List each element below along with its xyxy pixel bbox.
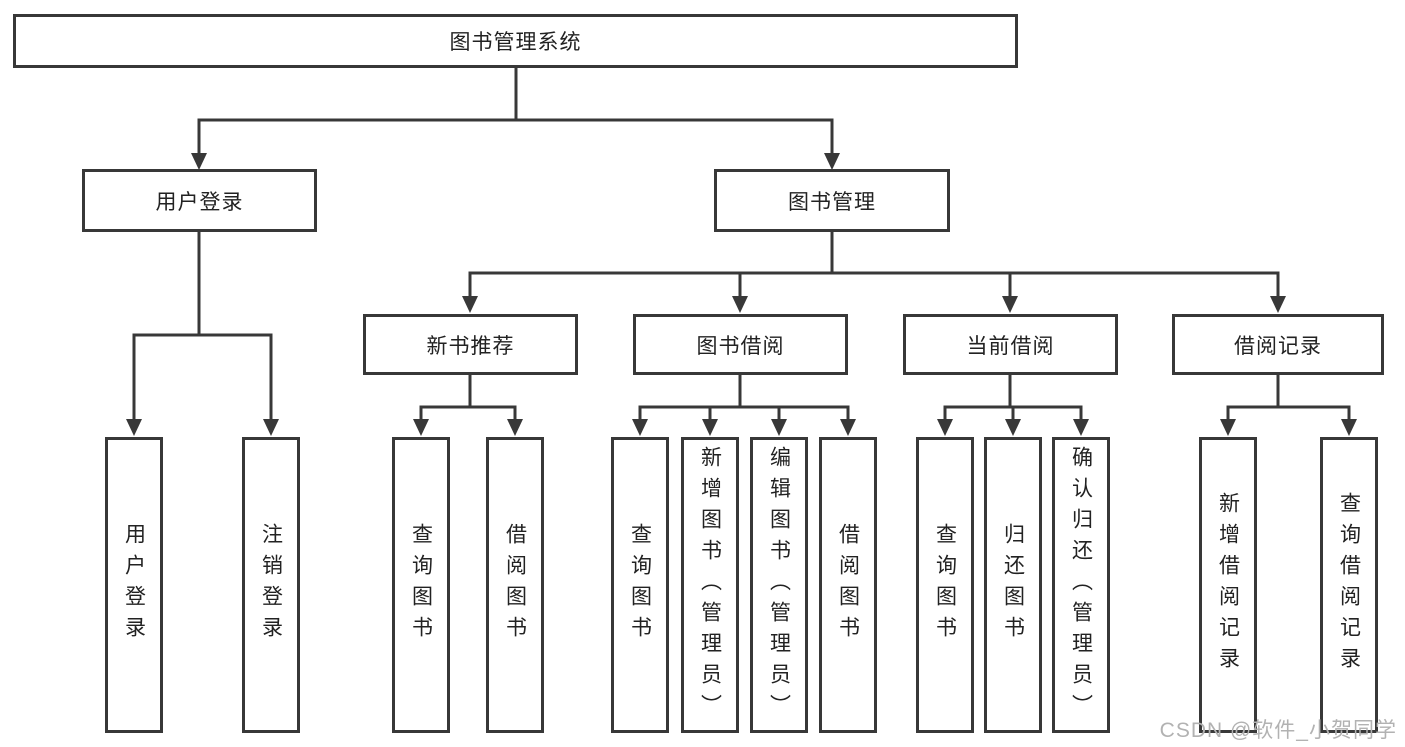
node-label: 用户登录 bbox=[155, 190, 244, 214]
node-new-book-recommend: 新书推荐 bbox=[363, 314, 578, 375]
arrowhead bbox=[702, 419, 718, 436]
watermark-text: CSDN @软件_小贺同学 bbox=[1159, 719, 1397, 742]
leaf-label: 新增借阅记录 bbox=[1216, 492, 1240, 678]
leaf-label: 查询图书 bbox=[409, 523, 433, 647]
leaf-label: 查询图书 bbox=[933, 523, 957, 647]
arrowhead bbox=[263, 419, 279, 436]
leaf-label: 查询图书 bbox=[628, 523, 652, 647]
leaf-borrow-query-book: 查询图书 bbox=[611, 437, 669, 733]
leaf-label: 确认归还（管理员） bbox=[1069, 445, 1093, 725]
node-label: 当前借阅 bbox=[966, 334, 1055, 358]
leaf-return-book: 归还图书 bbox=[984, 437, 1042, 733]
arrowhead bbox=[191, 153, 207, 170]
leaf-label: 归还图书 bbox=[1001, 523, 1025, 647]
leaf-current-query-book: 查询图书 bbox=[916, 437, 974, 733]
leaf-recommend-query-book: 查询图书 bbox=[392, 437, 450, 733]
node-user-login: 用户登录 bbox=[82, 169, 317, 232]
leaf-logout-login: 注销登录 bbox=[242, 437, 300, 733]
node-label: 借阅记录 bbox=[1234, 334, 1322, 358]
leaf-confirm-return-admin: 确认归还（管理员） bbox=[1052, 437, 1110, 733]
leaf-edit-book-admin: 编辑图书（管理员） bbox=[750, 437, 808, 733]
arrowhead bbox=[126, 419, 142, 436]
arrowhead bbox=[632, 419, 648, 436]
leaf-label: 查询借阅记录 bbox=[1337, 492, 1361, 678]
arrowhead bbox=[1220, 419, 1236, 436]
node-borrow-record: 借阅记录 bbox=[1172, 314, 1384, 375]
arrowhead bbox=[771, 419, 787, 436]
node-label: 图书借阅 bbox=[696, 334, 785, 358]
node-book-borrow: 图书借阅 bbox=[633, 314, 848, 375]
leaf-recommend-borrow-book: 借阅图书 bbox=[486, 437, 544, 733]
arrowhead bbox=[840, 419, 856, 436]
leaf-label: 借阅图书 bbox=[503, 523, 527, 647]
leaf-add-book-admin: 新增图书（管理员） bbox=[681, 437, 739, 733]
arrowhead bbox=[1073, 419, 1089, 436]
arrowhead bbox=[462, 296, 478, 313]
leaf-label: 借阅图书 bbox=[836, 523, 860, 647]
leaf-label: 新增图书（管理员） bbox=[698, 445, 722, 725]
node-label: 新书推荐 bbox=[426, 334, 515, 358]
node-label: 图书管理 bbox=[788, 190, 876, 214]
arrowhead bbox=[732, 296, 748, 313]
arrowhead bbox=[937, 419, 953, 436]
leaf-borrow-book: 借阅图书 bbox=[819, 437, 877, 733]
arrowhead bbox=[824, 153, 840, 170]
leaf-user-login: 用户登录 bbox=[105, 437, 163, 733]
leaf-label: 编辑图书（管理员） bbox=[767, 445, 791, 725]
arrowhead bbox=[1002, 296, 1018, 313]
leaf-label: 注销登录 bbox=[259, 523, 283, 647]
node-label: 图书管理系统 bbox=[449, 31, 582, 54]
arrowhead bbox=[1341, 419, 1357, 436]
leaf-query-borrow-record: 查询借阅记录 bbox=[1320, 437, 1378, 733]
arrowhead bbox=[413, 419, 429, 436]
leaf-label: 用户登录 bbox=[122, 523, 146, 647]
node-current-borrow: 当前借阅 bbox=[903, 314, 1118, 375]
arrowhead bbox=[1005, 419, 1021, 436]
leaf-add-borrow-record: 新增借阅记录 bbox=[1199, 437, 1257, 733]
arrowhead bbox=[507, 419, 523, 436]
arrowhead bbox=[1270, 296, 1286, 313]
node-book-management: 图书管理 bbox=[714, 169, 950, 232]
node-root-system: 图书管理系统 bbox=[13, 14, 1018, 68]
